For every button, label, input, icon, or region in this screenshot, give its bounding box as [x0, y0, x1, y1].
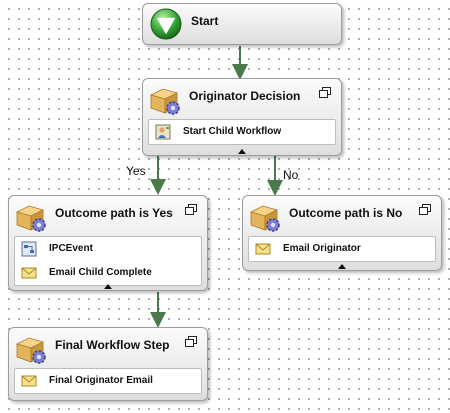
- activity-email-originator[interactable]: Email Originator: [249, 237, 435, 261]
- email-icon: [255, 243, 271, 255]
- email-icon: [21, 375, 37, 387]
- collapse-arrow-icon[interactable]: [103, 282, 113, 290]
- decision-box-gear-icon: [15, 337, 46, 364]
- start-arrow-icon: [150, 8, 182, 40]
- activity-panel: Start Child Workflow: [148, 119, 336, 145]
- expand-window-icon[interactable]: [185, 204, 199, 218]
- activity-label: IPCEvent: [49, 243, 93, 254]
- child-workflow-icon: [155, 124, 171, 140]
- decision-box-gear-icon: [249, 205, 280, 232]
- email-icon: [21, 267, 37, 279]
- node-header: Final Workflow Step: [9, 328, 207, 368]
- start-node[interactable]: Start: [142, 3, 342, 45]
- activity-email-child-complete[interactable]: Email Child Complete: [15, 261, 201, 285]
- node-header: Outcome path is Yes: [9, 196, 207, 236]
- outcome-yes-node[interactable]: Outcome path is Yes IPCEvent Email Child…: [8, 195, 208, 291]
- start-node-title: Start: [191, 14, 219, 28]
- node-header: Outcome path is No: [243, 196, 441, 236]
- outcome-yes-title: Outcome path is Yes: [55, 206, 173, 220]
- activity-ipc-event[interactable]: IPCEvent: [15, 237, 201, 261]
- connector-label-no: No: [283, 168, 299, 182]
- ipc-event-icon: [21, 241, 37, 257]
- final-workflow-step-title: Final Workflow Step: [55, 338, 170, 352]
- activity-label: Start Child Workflow: [183, 126, 282, 137]
- outcome-no-node[interactable]: Outcome path is No Email Originator: [242, 195, 442, 271]
- connector-label-yes: Yes: [126, 164, 146, 178]
- activity-final-originator-email[interactable]: Final Originator Email: [15, 369, 201, 393]
- expand-window-icon[interactable]: [419, 204, 433, 218]
- final-workflow-step-node[interactable]: Final Workflow Step Final Originator Ema…: [8, 327, 208, 401]
- activity-panel: Email Originator: [248, 236, 436, 262]
- activity-panel: IPCEvent Email Child Complete: [14, 236, 202, 286]
- outcome-no-title: Outcome path is No: [289, 206, 403, 220]
- collapse-arrow-icon[interactable]: [237, 147, 247, 155]
- expand-window-icon[interactable]: [319, 87, 333, 101]
- originator-decision-node[interactable]: Originator Decision Start Child Workflow: [142, 78, 342, 156]
- activity-start-child-workflow[interactable]: Start Child Workflow: [149, 120, 335, 144]
- activity-label: Email Child Complete: [49, 267, 152, 278]
- decision-box-gear-icon: [15, 205, 46, 232]
- node-header: Originator Decision: [143, 79, 341, 119]
- originator-decision-title: Originator Decision: [189, 89, 301, 103]
- decision-box-gear-icon: [149, 88, 180, 115]
- activity-label: Email Originator: [283, 243, 361, 254]
- collapse-arrow-icon[interactable]: [337, 262, 347, 270]
- activity-label: Final Originator Email: [49, 375, 153, 386]
- expand-window-icon[interactable]: [185, 336, 199, 350]
- activity-panel: Final Originator Email: [14, 368, 202, 394]
